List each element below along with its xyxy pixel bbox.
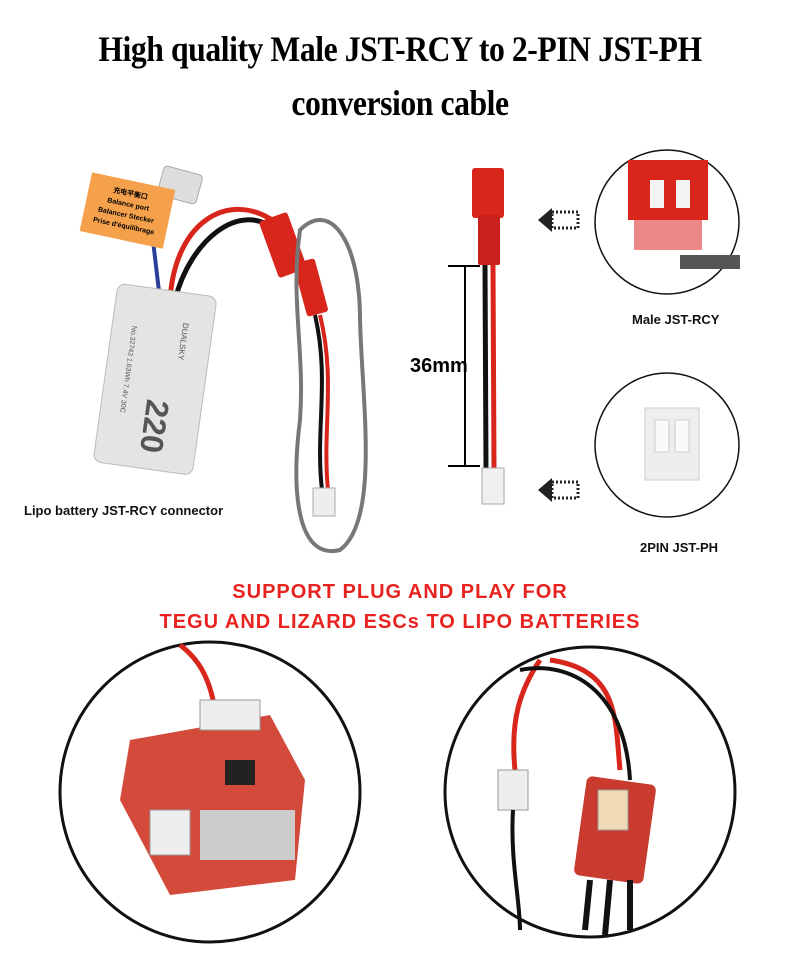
tegu-esc-photo: [58, 640, 362, 944]
support-line-1: SUPPORT PLUG AND PLAY FOR: [232, 581, 568, 603]
battery-caption: Lipo battery JST-RCY connector: [24, 503, 224, 518]
male-jst-rcy-detail: [594, 149, 740, 295]
balance-tag: 充电平衡口 Balance port Balancer Stecker Pris…: [79, 172, 176, 249]
lipo-battery: DUALSKY 220 No.32743 1.63Wh 7.4V 30C: [93, 283, 217, 475]
arrow-left-icon: [538, 478, 580, 502]
highlight-outline: [294, 218, 368, 554]
length-label: 36mm: [410, 355, 468, 377]
title-line-1: High quality Male JST-RCY to 2-PIN JST-P…: [98, 29, 702, 69]
lizard-esc-photo: [443, 645, 737, 939]
jst-ph-detail: [594, 372, 740, 518]
dimension-line: [448, 265, 480, 467]
arrow-left-icon: [538, 208, 580, 232]
conversion-cable: [472, 168, 505, 505]
battery-capacity: 220: [133, 397, 176, 455]
title-line-2: conversion cable: [291, 83, 509, 123]
support-line-2: TEGU AND LIZARD ESCs TO LIPO BATTERIES: [159, 611, 641, 633]
male-jst-rcy-label: Male JST-RCY: [632, 312, 720, 327]
jst-ph-label: 2PIN JST-PH: [640, 540, 719, 555]
